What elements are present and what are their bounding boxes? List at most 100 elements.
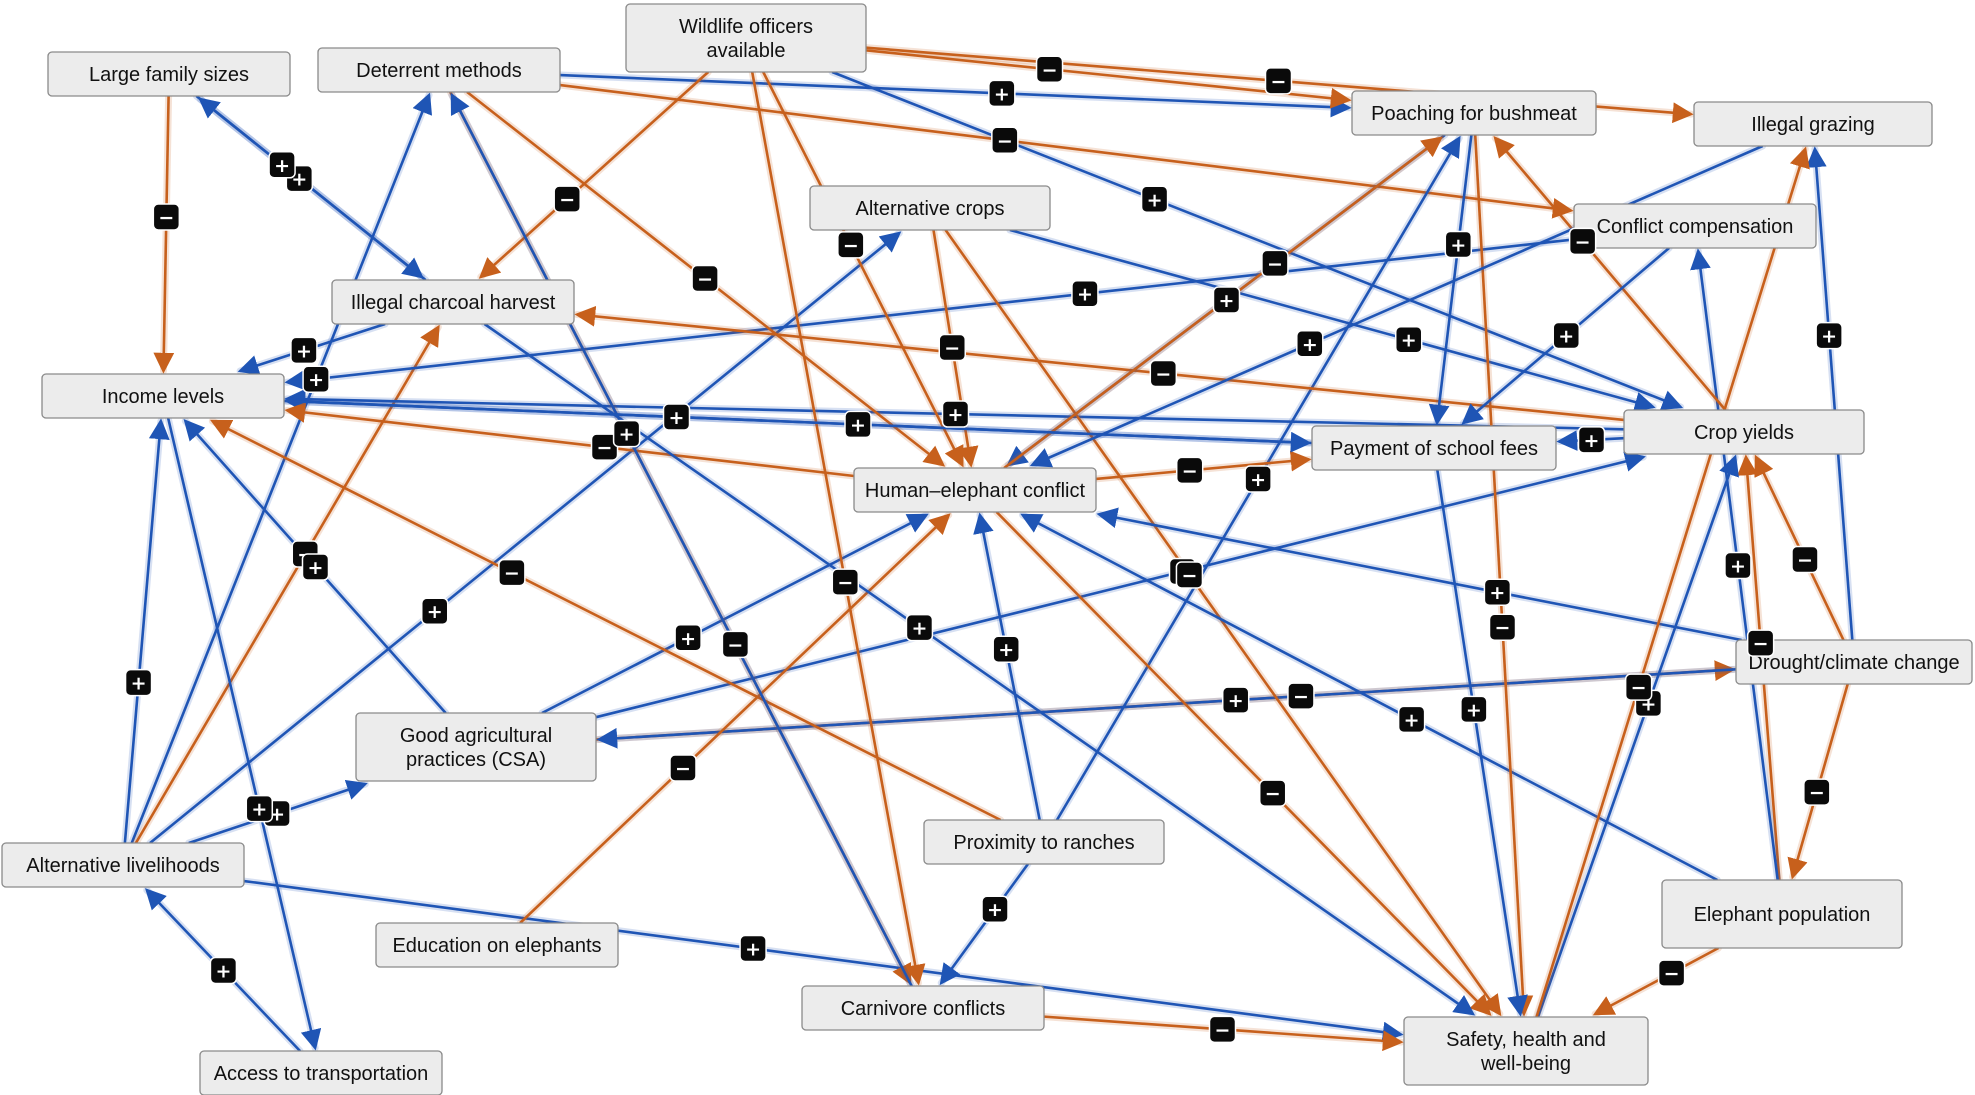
edge-deterrent-to-poaching [556,71,1353,118]
sign-label: − [727,634,743,656]
sign-label: − [1293,686,1309,708]
node-box [923,819,1165,865]
minus-sign-badge: − [938,333,967,362]
minus-sign-badge: − [1624,673,1653,701]
edge-income-to-transport [164,414,322,1052]
node-crop-yields[interactable]: Crop yields [1623,409,1865,455]
plus-sign-badge: + [1724,551,1752,580]
minus-sign-badge: − [1175,456,1204,485]
edge-line [831,70,1684,410]
node-illegal-grazing[interactable]: Illegal grazing [1693,101,1933,147]
plus-sign-badge: + [285,164,314,193]
plus-sign-badge: + [1140,185,1169,214]
node-hec[interactable]: Human–elephant conflict [853,467,1097,513]
plus-sign-badge: + [1460,695,1488,724]
node-conflict-comp[interactable]: Conflict compensation [1573,203,1817,249]
minus-sign-badge: − [1488,613,1517,641]
node-charcoal[interactable]: Illegal charcoal harvest [331,279,575,325]
minus-sign-badge: − [553,185,581,213]
node-label: Elephant population [1694,904,1871,926]
minus-sign-badge: − [1746,629,1775,657]
edge-alt-livelihoods-to-charcoal [132,323,442,847]
node-label: Proximity to ranches [953,832,1134,854]
sign-label: − [997,130,1013,152]
sign-label: + [274,155,290,177]
node-education[interactable]: Education on elephants [375,922,619,968]
edge-carnivore-to-deterrent [448,91,916,990]
plus-sign-badge: + [302,365,330,393]
edge-wildlife-officers-to-hec [759,68,966,469]
sign-label: + [1250,469,1266,491]
node-box [801,985,1045,1031]
edge-line [166,417,322,1051]
edge-deterrent-to-conflict-comp [556,81,1575,219]
node-large-family[interactable]: Large family sizes [47,51,291,97]
node-income[interactable]: Income levels [41,373,285,419]
node-drought[interactable]: Drought/climate change [1735,639,1973,685]
sign-label: + [1489,582,1505,604]
sign-label: + [308,369,324,391]
node-label: Carnivore conflicts [841,998,1006,1020]
edge-line [1536,454,1739,1018]
edge-line [153,95,175,374]
edge-ranches-to-carnivore [937,860,1032,987]
minus-sign-badge: − [991,126,1019,155]
plus-sign-badge: + [674,624,702,652]
node-label: practices (CSA) [406,749,546,771]
sign-label: + [251,799,267,821]
plus-sign-badge: + [1815,321,1843,350]
node-school-fees[interactable]: Payment of school fees [1311,425,1557,471]
node-box [1693,101,1933,147]
edge-crop-yields-to-poaching [1491,134,1729,414]
edge-elephant-pop-to-hec [1019,511,1721,884]
edge-line [973,512,1041,821]
plus-sign-badge: + [290,336,318,365]
edge-education-to-hec [516,511,953,927]
sign-label: + [911,618,927,640]
node-ranches[interactable]: Proximity to ranches [923,819,1165,865]
edge-wildlife-officers-to-charcoal [477,68,712,281]
node-box [199,1050,443,1095]
edge-wildlife-officers-to-crop-yields [828,68,1685,411]
node-label: Illegal grazing [1751,114,1874,136]
edge-elephant-pop-to-safety [1591,944,1722,1018]
node-alt-crops[interactable]: Alternative crops [809,185,1051,231]
node-box [1403,1016,1649,1086]
plus-sign-badge: + [1397,705,1426,734]
minus-sign-badge: − [669,754,697,782]
edge-line [1428,134,1473,426]
edge-safety-to-crop-yields [1534,453,1739,1021]
node-label: Crop yields [1694,422,1794,444]
sign-label: − [1797,549,1813,571]
minus-sign-badge: − [1035,55,1064,84]
plus-sign-badge: + [209,956,238,985]
node-alt-livelihoods[interactable]: Alternative livelihoods [1,842,245,888]
sign-label: + [1821,326,1837,348]
node-box [47,51,291,97]
node-elephant-pop[interactable]: Elephant population [1661,879,1903,949]
edge-alt-livelihoods-to-income [121,417,170,847]
node-carnivore[interactable]: Carnivore conflicts [801,985,1045,1031]
edge-drought-to-hec [1095,507,1746,644]
plus-sign-badge: + [1394,325,1423,354]
edge-gap-to-hec [538,511,930,717]
plus-sign-badge: + [662,403,691,431]
node-label: Illegal charcoal harvest [351,292,556,314]
node-label: Payment of school fees [1330,438,1538,460]
sign-label: − [1182,460,1198,482]
edge-line [478,71,710,279]
edge-line [595,451,1646,719]
node-box [331,279,575,325]
edge-line [1493,136,1727,411]
node-box [1661,879,1903,949]
node-box [355,712,597,782]
sign-label: − [504,563,520,585]
node-label: Alternative crops [856,198,1005,220]
node-transport[interactable]: Access to transportation [199,1050,443,1095]
node-deterrent[interactable]: Deterrent methods [317,47,561,93]
node-poaching[interactable]: Poaching for bushmeat [1351,90,1597,136]
plus-sign-badge: + [981,895,1009,923]
